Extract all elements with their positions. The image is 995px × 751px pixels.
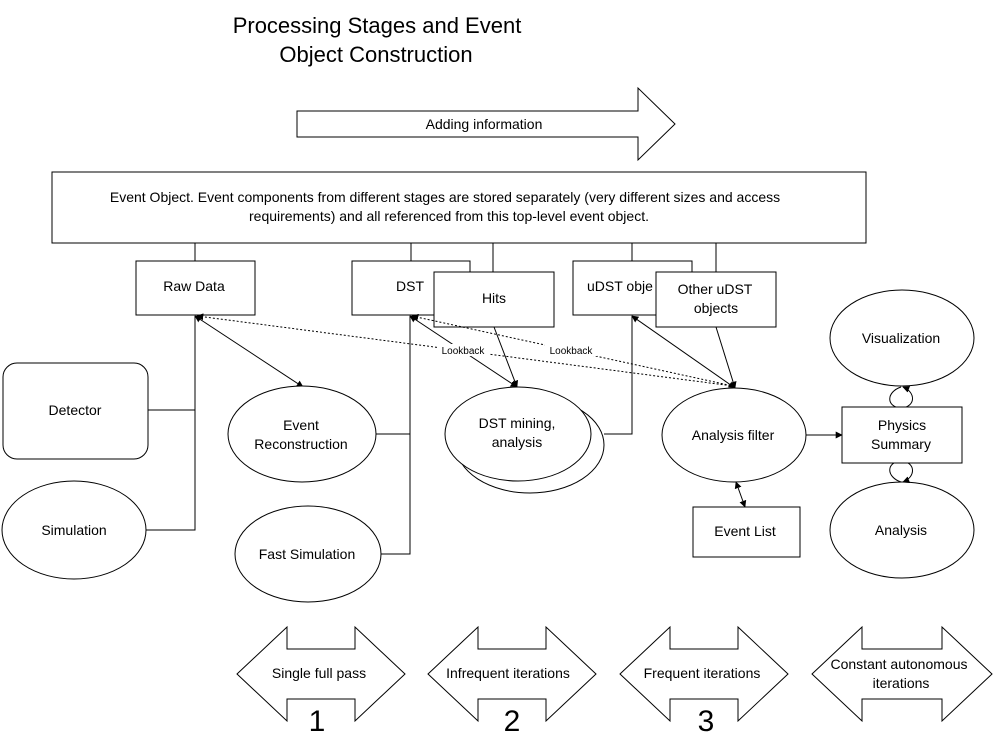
event-list-label: Event List [714,523,776,539]
stage-2-label: Infrequent iterations [446,665,570,681]
event-object-box [51,171,867,244]
event-reconstruction-node [227,385,377,483]
stage-4-label-line-2: iterations [873,675,930,691]
simulation-node [1,480,147,580]
stage-3-label: Frequent iterations [644,665,761,681]
analysis-node [829,481,975,579]
diagram-title-line-2: Object Construction [279,42,472,67]
hits-label: Hits [482,290,506,306]
raw-data-box [135,260,256,316]
lookback-label-bg-2 [545,344,597,356]
stage-4-label-line-1: Constant autonomous [831,656,968,672]
adding-information-arrow [296,86,676,162]
analysis-filter-label: Analysis filter [692,427,775,443]
stage-1-number: 1 [309,705,326,738]
event-object-text-line-2: requirements) and all referenced from th… [249,208,649,224]
other-udst-label-line-2: objects [694,300,738,316]
stage-2-double-arrow [427,625,597,723]
visualization-label: Visualization [862,330,940,346]
arrow-raw-data-to-event-reconstruction [194,315,304,388]
arrow-other-udst-to-analysis-filter [715,326,737,389]
other-udst-label-line-1: Other uDST [678,281,753,297]
udst-label: uDST obje [587,278,653,294]
physics-summary-label-line-1: Physics [878,417,926,433]
arrow-analysis-filter-to-event-list [734,481,747,508]
fast-simulation-node [234,505,382,603]
lookback-label-2: Lookback [550,346,594,357]
event-reconstruction-label-line-1: Event [283,417,319,433]
stage-1-double-arrow [236,625,406,723]
dst-mining-label-line-2: analysis [492,434,543,450]
visualization-node [829,289,975,387]
diagram-title-line-1: Processing Stages and Event [233,13,522,38]
event-list-box [692,506,801,558]
lookback-label-1: Lookback [442,346,486,357]
connector-dst-mining-to-udst [604,316,633,435]
connector-simulation-to-raw-data [146,316,196,531]
fast-simulation-label: Fast Simulation [259,546,355,562]
stage-4-double-arrow [811,625,993,723]
connector-fast-simulation-to-dst [381,316,411,555]
dst-label: DST [396,278,424,294]
simulation-label: Simulation [41,522,106,538]
analysis-filter-node [661,387,807,483]
loop-arrow-analysis [889,460,913,483]
dst-mining-node [444,386,592,482]
stage-1-label: Single full pass [272,665,366,681]
event-reconstruction-label-line-2: Reconstruction [254,436,347,452]
analysis-label: Analysis [875,522,927,538]
physics-summary-box [841,406,963,464]
lookback-label-bg-1 [438,344,490,356]
dst-mining-label-line-1: DST mining, [479,415,556,431]
stage-3-double-arrow [619,625,789,723]
stage-3-number: 3 [698,705,715,738]
loop-arrow-visualization [889,386,913,409]
event-object-text-line-1: Event Object. Event components from diff… [110,189,780,205]
detector-node [2,362,149,460]
arrow-hits-to-dst-mining [493,326,519,388]
physics-summary-label-line-2: Summary [871,436,931,452]
stage-2-number: 2 [504,705,521,738]
adding-information-label: Adding information [426,116,543,132]
raw-data-label: Raw Data [163,278,225,294]
arrow-udst-to-analysis-filter [631,315,736,389]
detector-label: Detector [49,402,102,418]
